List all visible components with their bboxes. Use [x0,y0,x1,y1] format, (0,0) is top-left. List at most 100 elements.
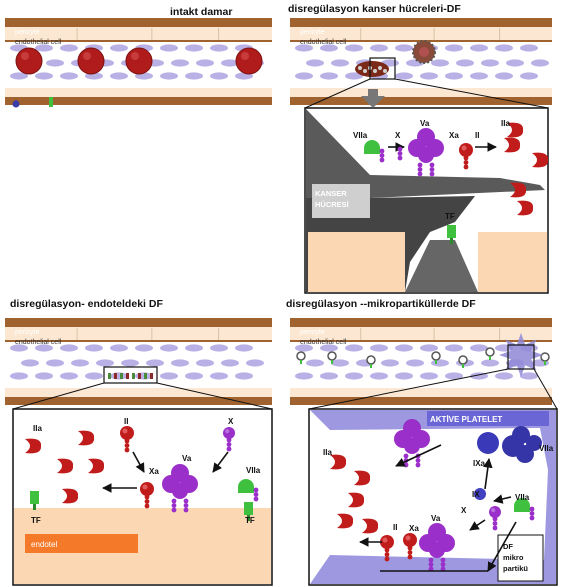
label-va: Va [182,454,192,463]
label-xa: Xa [409,524,419,533]
platelet-ellipse [85,344,103,352]
platelet-ellipse [470,72,488,80]
label-iia: IIa [33,424,42,433]
label-tf: TF [31,516,41,525]
zoom-line [304,78,371,109]
platelet-ellipse [495,372,513,380]
platelet-ellipse [506,59,524,67]
thrombin-cancer-4 [504,137,521,153]
thrombin-shape [362,518,379,534]
platelet-ellipse [110,344,128,352]
gla-domain-bead [183,503,189,508]
factor-viiia-complex [502,426,542,463]
platelet-ellipse [481,359,499,367]
label-va: Va [420,119,430,128]
cancer-cell-dot [373,69,377,73]
factor-xa-endo [140,482,154,509]
gla-domain-bead [384,556,390,562]
factor-va-lobe [172,483,188,499]
microparticle-tf [462,364,464,368]
label-endothelium: endotel [31,540,57,549]
df-microparticle-box [497,534,544,582]
factor-xa-cancer [459,143,473,170]
rbc-highlight [131,52,139,60]
gla-domain-bead [144,494,150,500]
gla-domain-bead [124,447,130,453]
factor-body [403,533,417,547]
gla-domain-bead [429,171,435,177]
gla-domain-bead [407,554,413,560]
factor-body [223,427,235,439]
panel-cancer [304,78,549,294]
gla-domain-bead [463,164,469,170]
gla-domain-bead [463,155,469,161]
thrombin-shape [62,488,79,504]
platelet-ellipse [110,372,128,380]
tf-stem [33,504,36,510]
platelet-ellipse [306,359,324,367]
tf-stem [247,515,250,521]
endothelial-layer-top [5,27,272,40]
endothelial-df-marker [138,373,141,379]
thrombin-endo-3 [88,458,105,474]
label-viiia: VIIa [539,444,554,453]
platelet-ellipse [35,344,53,352]
vessel-wall-line [290,340,552,342]
cancer-cell-dot [363,69,367,73]
platelet-ellipse [160,344,178,352]
label-df: DF [503,542,513,551]
pericyte-layer-top [5,18,272,27]
endothelial-df-marker [126,373,129,379]
endothelium-block-left [308,232,405,292]
label-df: partikü [503,564,528,573]
platelet-ellipse [235,344,253,352]
cancer-cell-label-box [312,184,370,218]
platelet-ellipse [10,372,28,380]
gla-domain-bead [226,446,232,452]
platelet-ellipse [445,372,463,380]
thrombin-shape [57,458,74,474]
platelet-ellipse [60,344,78,352]
cancer-invasion-wedge [405,240,478,292]
factor-viia-mp [514,498,535,521]
microparticle-tf [489,356,491,360]
platelet-ellipse [196,59,214,67]
platelet-ellipse [345,72,363,80]
gla-domain-bead [407,550,413,555]
platelet-ellipse [21,359,39,367]
thrombin-shape [507,122,524,138]
tf-body [30,491,39,504]
endothelial-layer-bottom [5,388,272,397]
endothelial-layer-bottom [5,88,272,97]
gla-domain-bead [144,503,150,509]
gla-domain-bead [403,453,409,459]
label-cancer-cell: HÜCRESİ [315,200,349,209]
platelet-ellipse [60,72,78,80]
microparticle-ring [327,351,337,361]
zoom-line [394,78,549,109]
platelet-ellipse [495,44,513,52]
platelet-ellipse [331,359,349,367]
gla-domain-bead [397,146,403,152]
coagulation-factors [25,122,549,572]
reaction-arrow [212,451,229,473]
platelet-ellipse [210,344,228,352]
platelet-ellipse [35,372,53,380]
thrombin-cancer-0 [507,122,524,138]
label-df: mikro [503,553,524,562]
spacer [397,146,403,161]
platelet-ellipse [71,359,89,367]
gla-domain-bead [492,521,498,526]
microparticle-ring [366,355,376,365]
factor-body [120,426,134,440]
gla-domain-bead [417,171,423,177]
zoom-pointer-arrow [361,89,385,108]
thrombin-shape [517,200,534,216]
label-viia: VIIa [515,493,530,502]
zoom-box-endothelium [103,366,158,384]
active-platelet-label-box [427,411,549,426]
thrombin-shape [25,438,42,454]
zoom-box-cancer [369,57,396,80]
gla-domain-bead [428,562,434,567]
